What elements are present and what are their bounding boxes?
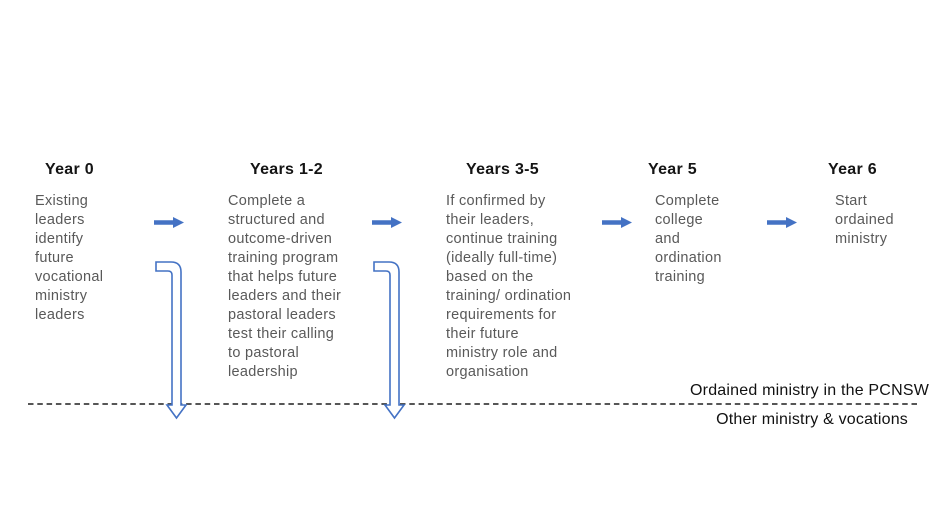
right-arrow-icon bbox=[154, 217, 184, 228]
label-ordained-ministry: Ordained ministry in the PCNSW bbox=[690, 382, 929, 399]
right-arrow-icon bbox=[767, 217, 797, 228]
body-years-1-2: Complete a structured and outcome-driven… bbox=[228, 193, 342, 380]
bent-down-arrow-icon bbox=[373, 261, 406, 420]
pathway-divider-line bbox=[28, 403, 918, 405]
body-year-6: Start ordained ministry bbox=[835, 193, 894, 247]
label-other-ministry: Other ministry & vocations bbox=[716, 411, 908, 428]
heading-year-0: Year 0 bbox=[45, 161, 94, 178]
body-years-3-5: If confirmed by their leaders, continue … bbox=[446, 193, 572, 380]
right-arrow-icon bbox=[602, 217, 632, 228]
heading-year-5: Year 5 bbox=[648, 161, 697, 178]
body-year-5: Complete college and ordination training bbox=[655, 193, 722, 285]
right-arrow-icon bbox=[372, 217, 402, 228]
heading-years-1-2: Years 1-2 bbox=[250, 161, 323, 178]
body-year-0: Existing leaders identify future vocatio… bbox=[35, 193, 104, 323]
bent-down-arrow-icon bbox=[155, 261, 188, 420]
heading-year-6: Year 6 bbox=[828, 161, 877, 178]
heading-years-3-5: Years 3-5 bbox=[466, 161, 539, 178]
